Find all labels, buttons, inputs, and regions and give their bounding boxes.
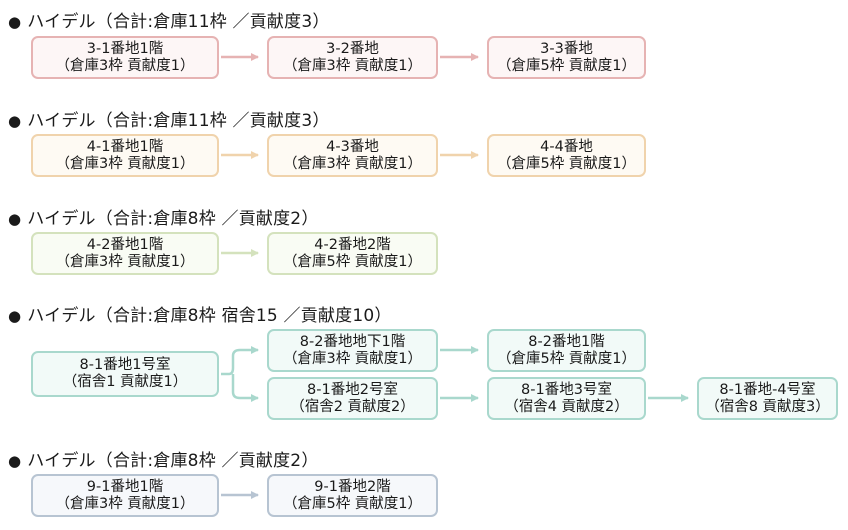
node-detail: （倉庫3枠 貢献度1）	[55, 495, 195, 512]
node-label: 4-4番地	[540, 138, 593, 155]
node-label: 8-1番地-4号室	[719, 381, 816, 398]
node-4-3: 4-3番地 （倉庫3枠 貢献度1）	[267, 134, 438, 177]
node-label: 8-2番地1階	[528, 333, 605, 350]
node-label: 8-1番地3号室	[521, 381, 612, 398]
group-1-title: ハイデル（合計:倉庫11枠 ／貢献度3）	[27, 12, 330, 32]
node-detail: （宿舎2 貢献度2）	[290, 398, 415, 415]
branch-8-1-room1	[221, 346, 259, 376]
node-4-1-1f: 4-1番地1階 （倉庫3枠 貢献度1）	[31, 134, 219, 177]
node-detail: （倉庫5枠 貢献度1）	[282, 495, 423, 512]
group-3-heading: ● ハイデル（合計:倉庫8枠 ／貢献度2）	[8, 208, 319, 230]
node-detail: （倉庫3枠 貢献度1）	[282, 155, 423, 172]
group-1-heading: ● ハイデル（合計:倉庫11枠 ／貢献度3）	[8, 11, 330, 33]
node-9-1-2f: 9-1番地2階 （倉庫5枠 貢献度1）	[267, 474, 438, 517]
node-8-1-room1: 8-1番地1号室 （宿舎1 貢献度1）	[31, 351, 219, 397]
node-detail: （倉庫5枠 貢献度1）	[496, 350, 637, 367]
node-detail: （倉庫3枠 貢献度1）	[55, 253, 195, 270]
bullet-icon: ●	[8, 452, 22, 470]
node-label: 9-1番地1階	[86, 478, 164, 495]
bullet-icon: ●	[8, 210, 22, 228]
node-detail: （宿舎4 貢献度2）	[504, 398, 629, 415]
node-detail: （倉庫5枠 貢献度1）	[282, 253, 423, 270]
node-4-2-1f: 4-2番地1階 （倉庫3枠 貢献度1）	[31, 232, 219, 275]
node-8-2-1f: 8-2番地1階 （倉庫5枠 貢献度1）	[487, 329, 646, 372]
node-detail: （倉庫5枠 貢献度1）	[496, 155, 637, 172]
node-3-1-1f: 3-1番地1階 （倉庫3枠 貢献度1）	[31, 36, 219, 79]
node-detail: （倉庫3枠 貢献度1）	[282, 350, 423, 367]
bullet-icon: ●	[8, 112, 22, 130]
node-label: 8-1番地2号室	[307, 381, 398, 398]
node-9-1-1f: 9-1番地1階 （倉庫3枠 貢献度1）	[31, 474, 219, 517]
node-label: 8-2番地地下1階	[299, 333, 406, 350]
node-8-1-room2: 8-1番地2号室 （宿舎2 貢献度2）	[267, 377, 438, 420]
bullet-icon: ●	[8, 307, 22, 325]
node-label: 3-3番地	[540, 40, 593, 57]
node-4-2-2f: 4-2番地2階 （倉庫5枠 貢献度1）	[267, 232, 438, 275]
node-detail: （宿舎1 貢献度1）	[62, 374, 188, 390]
node-8-2-b1: 8-2番地地下1階 （倉庫3枠 貢献度1）	[267, 329, 438, 372]
node-3-2: 3-2番地 （倉庫3枠 貢献度1）	[267, 36, 438, 79]
node-detail: （倉庫3枠 貢献度1）	[282, 57, 423, 74]
node-3-3: 3-3番地 （倉庫5枠 貢献度1）	[487, 36, 646, 79]
node-label: 4-2番地2階	[314, 236, 391, 253]
branch-8-1-room1-lower	[231, 374, 259, 402]
group-5-title: ハイデル（合計:倉庫8枠 ／貢献度2）	[27, 451, 319, 471]
node-label: 3-2番地	[326, 40, 379, 57]
group-4-heading: ● ハイデル（合計:倉庫8枠 宿舎15 ／貢献度10）	[8, 305, 392, 327]
node-4-4: 4-4番地 （倉庫5枠 貢献度1）	[487, 134, 646, 177]
node-detail: （宿舎8 貢献度3）	[705, 398, 830, 415]
bullet-icon: ●	[8, 13, 22, 31]
group-4-title: ハイデル（合計:倉庫8枠 宿舎15 ／貢献度10）	[27, 306, 392, 326]
node-label: 4-3番地	[326, 138, 379, 155]
group-5-heading: ● ハイデル（合計:倉庫8枠 ／貢献度2）	[8, 450, 319, 472]
group-2-heading: ● ハイデル（合計:倉庫11枠 ／貢献度3）	[8, 110, 330, 132]
node-label: 4-1番地1階	[86, 138, 164, 155]
group-3-title: ハイデル（合計:倉庫8枠 ／貢献度2）	[27, 209, 319, 229]
node-label: 9-1番地2階	[314, 478, 391, 495]
node-detail: （倉庫5枠 貢献度1）	[496, 57, 637, 74]
node-label: 3-1番地1階	[86, 40, 164, 57]
group-2-title: ハイデル（合計:倉庫11枠 ／貢献度3）	[27, 111, 330, 131]
node-label: 4-2番地1階	[86, 236, 164, 253]
node-label: 8-1番地1号室	[79, 357, 171, 373]
node-detail: （倉庫3枠 貢献度1）	[55, 57, 195, 74]
node-8-1-room4: 8-1番地-4号室 （宿舎8 貢献度3）	[697, 377, 838, 420]
node-detail: （倉庫3枠 貢献度1）	[55, 155, 195, 172]
node-8-1-room3: 8-1番地3号室 （宿舎4 貢献度2）	[487, 377, 646, 420]
